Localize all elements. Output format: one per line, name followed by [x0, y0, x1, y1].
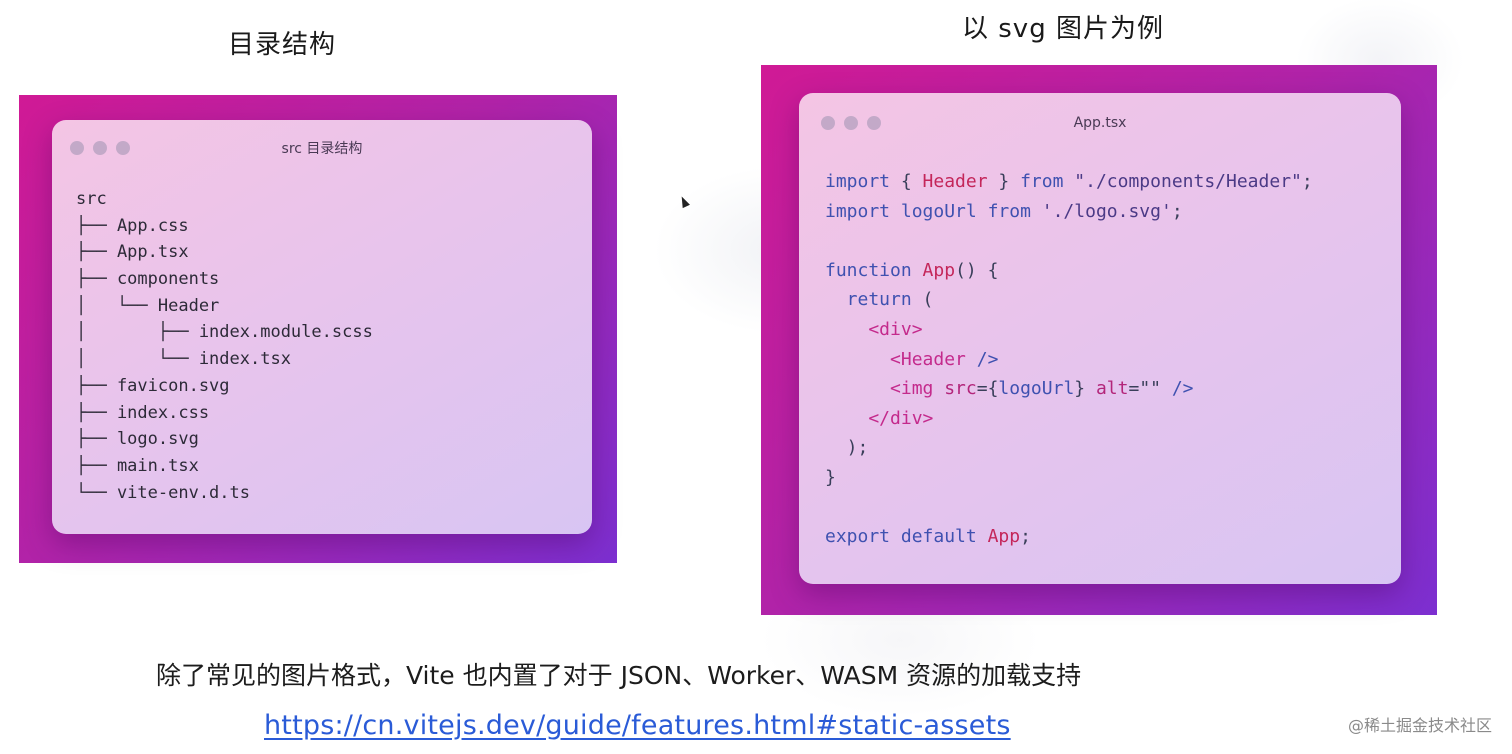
- code-token: {: [890, 171, 923, 192]
- tree-line: ├── favicon.svg: [76, 375, 230, 396]
- tree-line: └── vite-env.d.ts: [76, 482, 250, 503]
- tree-line: ├── App.tsx: [76, 242, 189, 263]
- code-token: />: [965, 348, 999, 370]
- directory-window-title: src 目录结构: [281, 141, 363, 157]
- left-heading: 目录结构: [228, 30, 337, 60]
- window-controls: [70, 141, 130, 155]
- close-dot-icon: [70, 141, 84, 155]
- code-line: import { Header } from "./components/Hea…: [825, 167, 1313, 197]
- code-line: import logoUrl from './logo.svg';: [825, 197, 1313, 227]
- maximize-dot-icon: [116, 141, 130, 155]
- code-token: ="": [1128, 378, 1161, 400]
- code-token: logoUrl: [998, 378, 1075, 400]
- code-token: ={: [976, 378, 999, 400]
- code-token: <Header: [825, 348, 966, 370]
- code-token: <img: [825, 378, 934, 400]
- tree-line: ├── main.tsx: [76, 455, 199, 476]
- tree-line: │ └── Header: [76, 295, 220, 316]
- code-token: default: [890, 526, 977, 548]
- tree-line: ├── logo.svg: [76, 429, 199, 450]
- code-line: </div>: [825, 404, 1313, 434]
- code-line: [825, 226, 1313, 256]
- directory-window: src 目录结构 src ├── App.css ├── App.tsx ├── co…: [52, 120, 592, 534]
- code-line: return (: [825, 285, 1313, 315]
- code-line: function App() {: [825, 256, 1313, 286]
- code-line: <img src={logoUrl} alt="" />: [825, 374, 1313, 404]
- code-token: ;: [1171, 200, 1183, 222]
- code-token: }: [825, 466, 836, 488]
- code-line: export default App;: [825, 522, 1313, 552]
- code-token: () {: [955, 259, 999, 281]
- window-controls: [821, 116, 881, 130]
- code-line: <Header />: [825, 345, 1313, 375]
- docs-link[interactable]: https://cn.vitejs.dev/guide/features.htm…: [264, 710, 1011, 741]
- right-heading: 以 svg 图片为例: [962, 14, 1164, 44]
- code-token: App: [911, 259, 956, 281]
- code-token: }: [1074, 378, 1086, 400]
- tree-line: ├── index.css: [76, 402, 210, 423]
- code-token: './logo.svg': [1030, 200, 1172, 222]
- code-window: App.tsx import { Header } from "./compon…: [799, 93, 1401, 584]
- code-token: import: [825, 171, 891, 192]
- code-token: from: [1020, 171, 1064, 192]
- caption-text: 除了常见的图片格式，Vite 也内置了对于 JSON、Worker、WASM 资…: [156, 661, 1082, 690]
- code-window-title: App.tsx: [1073, 115, 1127, 131]
- tree-line: src: [76, 189, 107, 209]
- code-block: import { Header } from "./components/Hea…: [825, 167, 1313, 552]
- code-token: from: [976, 200, 1031, 222]
- directory-tree: src ├── App.css ├── App.tsx ├── components │…: [76, 186, 373, 506]
- code-token: (: [911, 289, 934, 311]
- code-token: App: [976, 526, 1021, 548]
- code-token: return: [825, 289, 912, 311]
- code-token: }: [987, 171, 1021, 192]
- maximize-dot-icon: [867, 116, 881, 130]
- code-token: <div>: [825, 318, 923, 340]
- tree-line: ├── components: [76, 269, 220, 290]
- code-token: import: [825, 200, 891, 222]
- code-token: src: [933, 378, 977, 400]
- tree-line: ├── App.css: [76, 215, 189, 236]
- directory-frame: src 目录结构 src ├── App.css ├── App.tsx ├── co…: [19, 95, 617, 563]
- code-token: export: [825, 526, 891, 548]
- code-token: "./components/Header": [1063, 171, 1302, 192]
- code-token: logoUrl: [890, 200, 977, 222]
- tree-line: │ ├── index.module.scss: [76, 322, 373, 343]
- tree-line: │ └── index.tsx: [76, 349, 291, 370]
- close-dot-icon: [821, 116, 835, 130]
- code-token: />: [1161, 378, 1194, 400]
- code-token: function: [825, 259, 912, 281]
- code-line: );: [825, 433, 1313, 463]
- code-line: [825, 493, 1313, 523]
- code-token: Header: [922, 171, 988, 192]
- code-line: <div>: [825, 315, 1313, 345]
- mouse-cursor-icon: [678, 194, 690, 209]
- watermark: @稀土掘金技术社区: [1347, 716, 1492, 735]
- code-token: alt: [1085, 378, 1129, 400]
- code-frame: App.tsx import { Header } from "./compon…: [761, 65, 1437, 615]
- code-token: ;: [1020, 526, 1031, 548]
- minimize-dot-icon: [844, 116, 858, 130]
- code-token: </div>: [825, 407, 934, 429]
- code-line: }: [825, 463, 1313, 493]
- code-token: );: [825, 437, 869, 459]
- minimize-dot-icon: [93, 141, 107, 155]
- code-token: ;: [1301, 171, 1313, 192]
